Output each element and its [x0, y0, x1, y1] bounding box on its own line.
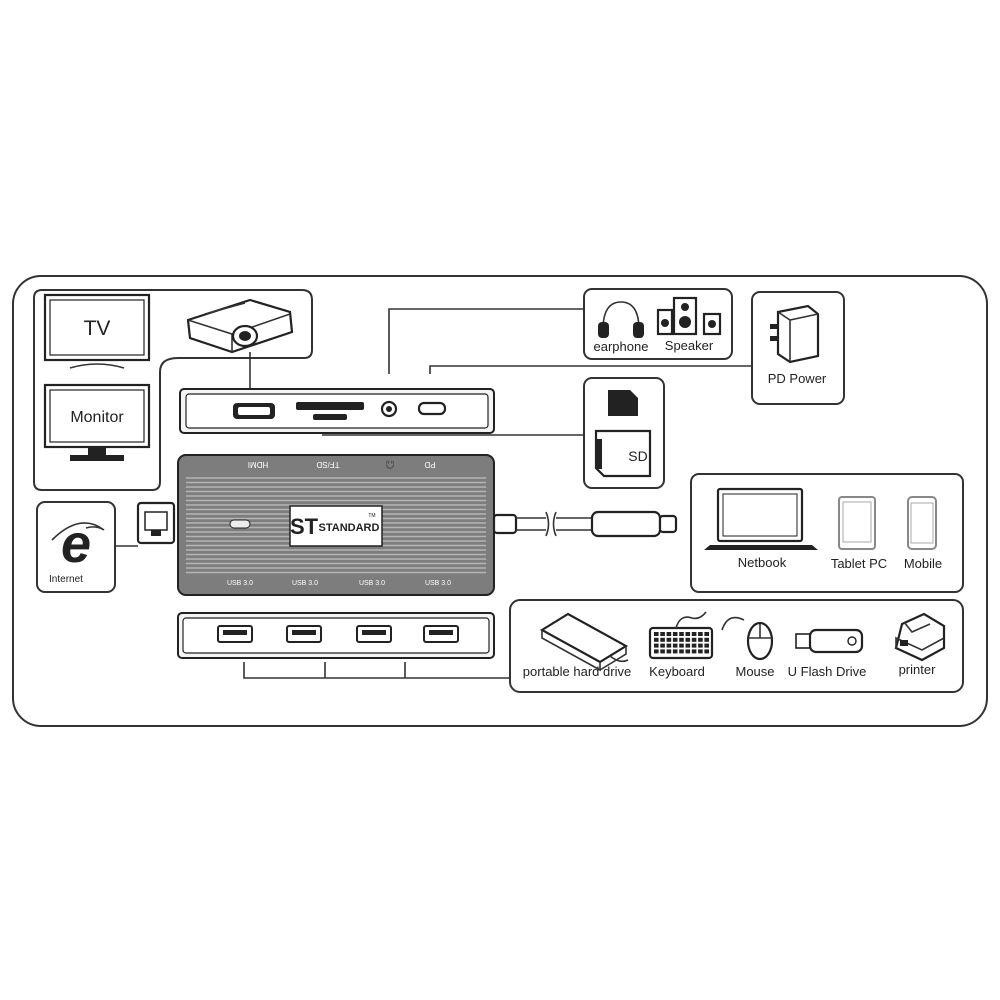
pd-link-line — [429, 365, 752, 374]
netbook-icon — [704, 487, 818, 550]
tf-slot — [313, 414, 347, 420]
brand-tm: TM — [368, 513, 375, 519]
mouse-label: Mouse — [735, 664, 774, 679]
internet-label: Internet — [49, 574, 83, 585]
mobile-label: Mobile — [904, 556, 942, 571]
usb-port-label: USB 3.0 — [292, 580, 318, 587]
sd-slot — [296, 402, 364, 410]
hard-drive-label: portable hard drive — [523, 664, 631, 679]
usb-port-label: USB 3.0 — [425, 580, 451, 587]
mobile-icon — [907, 496, 937, 550]
usb-link-line — [243, 662, 510, 679]
ethernet-port — [136, 501, 176, 545]
tablet-label: Tablet PC — [831, 556, 887, 571]
mouse-icon — [721, 616, 774, 661]
usb-port-label: USB 3.0 — [359, 580, 385, 587]
netbook-label: Netbook — [738, 555, 787, 570]
top-port-label: TF/SD — [316, 460, 339, 469]
brand-logo-plate — [289, 505, 383, 547]
flash-drive-icon — [795, 628, 864, 654]
sd-card-icon: SD — [594, 429, 652, 478]
hub-usb-port-labels: USB 3.0 USB 3.0 USB 3.0 USB 3.0 — [227, 580, 451, 587]
monitor-device: Monitor — [43, 383, 151, 461]
usb-port-label: USB 3.0 — [227, 580, 253, 587]
pd-power-label: PD Power — [768, 371, 827, 386]
top-port-label: 🎧 — [385, 460, 395, 470]
power-adapter-icon — [770, 304, 820, 364]
status-led — [229, 519, 251, 529]
hard-drive-icon — [539, 612, 629, 672]
flash-drive-label: U Flash Drive — [788, 664, 867, 679]
headphones-icon — [598, 301, 644, 338]
hub-side-port-strip — [179, 388, 495, 434]
earphone-label: earphone — [594, 339, 649, 354]
usb-peripherals-panel — [509, 599, 964, 693]
internet-explorer-icon: e — [51, 514, 105, 574]
top-port-label: PD — [424, 460, 435, 469]
monitor-label: Monitor — [70, 409, 124, 426]
micro-sd-card-icon — [608, 390, 638, 416]
speaker-label: Speaker — [665, 338, 714, 353]
hub-usb-port-strip — [177, 612, 495, 659]
hub-top-port-labels: HDMI TF/SD 🎧 PD — [248, 460, 436, 470]
sd-label: SD — [628, 448, 647, 464]
top-port-label: HDMI — [248, 460, 268, 469]
tv-label: TV — [84, 317, 111, 340]
projector-icon — [186, 298, 294, 354]
keyboard-label: Keyboard — [649, 664, 705, 679]
keyboard-icon — [648, 611, 714, 660]
usb-c-cable — [492, 510, 678, 538]
brand-mark: ST — [290, 514, 319, 539]
tablet-icon — [838, 496, 876, 550]
pd-port — [417, 401, 447, 416]
brand-name: STANDARD — [319, 522, 380, 534]
tv-device: TV — [43, 293, 151, 369]
printer-icon — [894, 612, 946, 662]
printer-label: printer — [899, 662, 937, 677]
speaker-icon — [656, 296, 722, 336]
audio-link-line — [388, 308, 584, 374]
